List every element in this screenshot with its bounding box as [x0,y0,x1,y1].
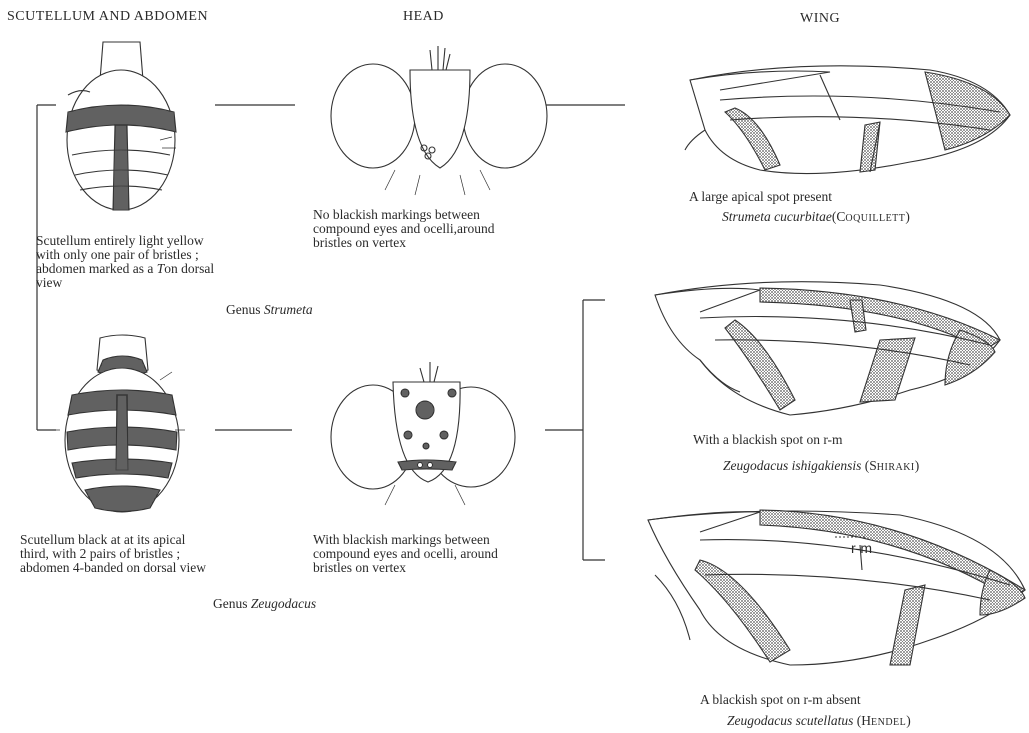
wing-zeugodacus-scutellatus [648,510,1025,665]
zeugodacus-abdomen-figure [52,335,185,512]
wing-3-author-rest: ENDEL [871,717,906,728]
genus-zeugodacus: Genus Zeugodacus [213,596,316,612]
wing-2-genus: Zeugodacus [723,458,788,473]
wing-2-author-initial: (S [865,458,877,473]
wing-strumeta-cucurbitae [685,66,1010,174]
wing-2-species: Zeugodacus ishigakiensis (SHIRAKI) [723,458,919,474]
wing-1-species: Strumeta cucurbitae(COQUILLETT) [722,209,910,225]
zeugodacus-abdomen-caption: Scutellum black at at its apical third, … [20,533,290,575]
wing-2-author-close: ) [915,458,920,473]
genus-zeugodacus-label: Genus [213,596,248,611]
wing-1-genus: Strumeta [722,209,771,224]
wing-3-caption: A blackish spot on r-m absent [700,693,861,707]
wing-1-author-rest: OQUILLETT [845,213,905,224]
wing-1-author-close: ) [905,209,910,224]
wing-2-epithet: ishigakiensis [792,458,862,473]
genus-strumeta-name: Strumeta [264,302,313,317]
genus-zeugodacus-name: Zeugodacus [251,596,316,611]
connector-lines [215,105,625,560]
strumeta-abdomen-caption: Scutellum entirely light yellow with onl… [36,234,236,290]
wing-3-author-close: ) [906,713,911,728]
wing-3-epithet: scutellatus [796,713,854,728]
wing-1-caption: A large apical spot present [689,190,832,204]
strumeta-head-figure [331,46,547,195]
r-m-vein-label: r-m [851,540,872,556]
wing-3-author-initial: (H [857,713,871,728]
wing-zeugodacus-ishigakiensis [655,282,1000,415]
strumeta-head-caption: No blackish markings between compound ey… [313,208,573,250]
strumeta-abdomen-figure [66,42,176,210]
wing-1-author-initial: (C [832,209,846,224]
genus-strumeta-label: Genus [226,302,261,317]
wing-3-genus: Zeugodacus [727,713,792,728]
wing-1-epithet: cucurbitae [774,209,832,224]
wing-2-caption: With a blackish spot on r-m [693,433,843,447]
zeugodacus-head-caption: With blackish markings between compound … [313,533,573,575]
wing-2-author-rest: HIRAKI [877,462,915,473]
genus-strumeta: Genus Strumeta [226,302,313,318]
wing-3-species: Zeugodacus scutellatus (HENDEL) [727,713,911,729]
zeugodacus-head-figure [331,362,515,505]
